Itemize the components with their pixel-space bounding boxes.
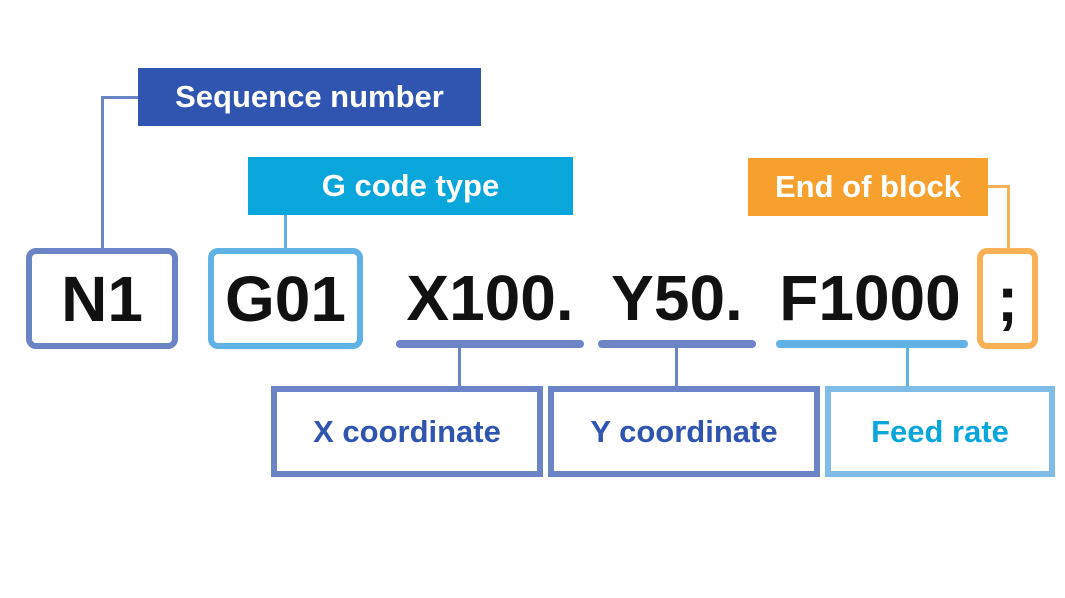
end-of-block-connector-vertical (1007, 185, 1010, 249)
code-semicolon-text: ; (996, 262, 1019, 335)
code-g01-text: G01 (225, 262, 346, 335)
code-n1-box: N1 (26, 248, 178, 349)
f-underline (776, 340, 968, 348)
x-connector (458, 348, 461, 386)
x-coordinate-label: X coordinate (271, 386, 543, 477)
g-code-connector (284, 215, 287, 249)
f-connector (906, 348, 909, 386)
end-of-block-label: End of block (748, 158, 988, 216)
y-coordinate-label: Y coordinate (548, 386, 820, 477)
code-f1000-text: F1000 (779, 262, 961, 334)
end-of-block-connector-horizontal (988, 185, 1010, 188)
y-connector (675, 348, 678, 386)
sequence-number-label: Sequence number (138, 68, 481, 126)
feed-rate-label: Feed rate (825, 386, 1055, 477)
g-code-type-label: G code type (248, 157, 573, 215)
x-underline (396, 340, 584, 348)
code-y50-text: Y50. (611, 262, 743, 334)
code-x100-text: X100. (406, 262, 574, 334)
sequence-connector-vertical (101, 96, 104, 249)
code-semicolon-box: ; (977, 248, 1038, 349)
sequence-connector-horizontal (101, 96, 138, 99)
code-g01-box: G01 (208, 248, 363, 349)
y-underline (598, 340, 756, 348)
code-n1-text: N1 (61, 262, 143, 335)
